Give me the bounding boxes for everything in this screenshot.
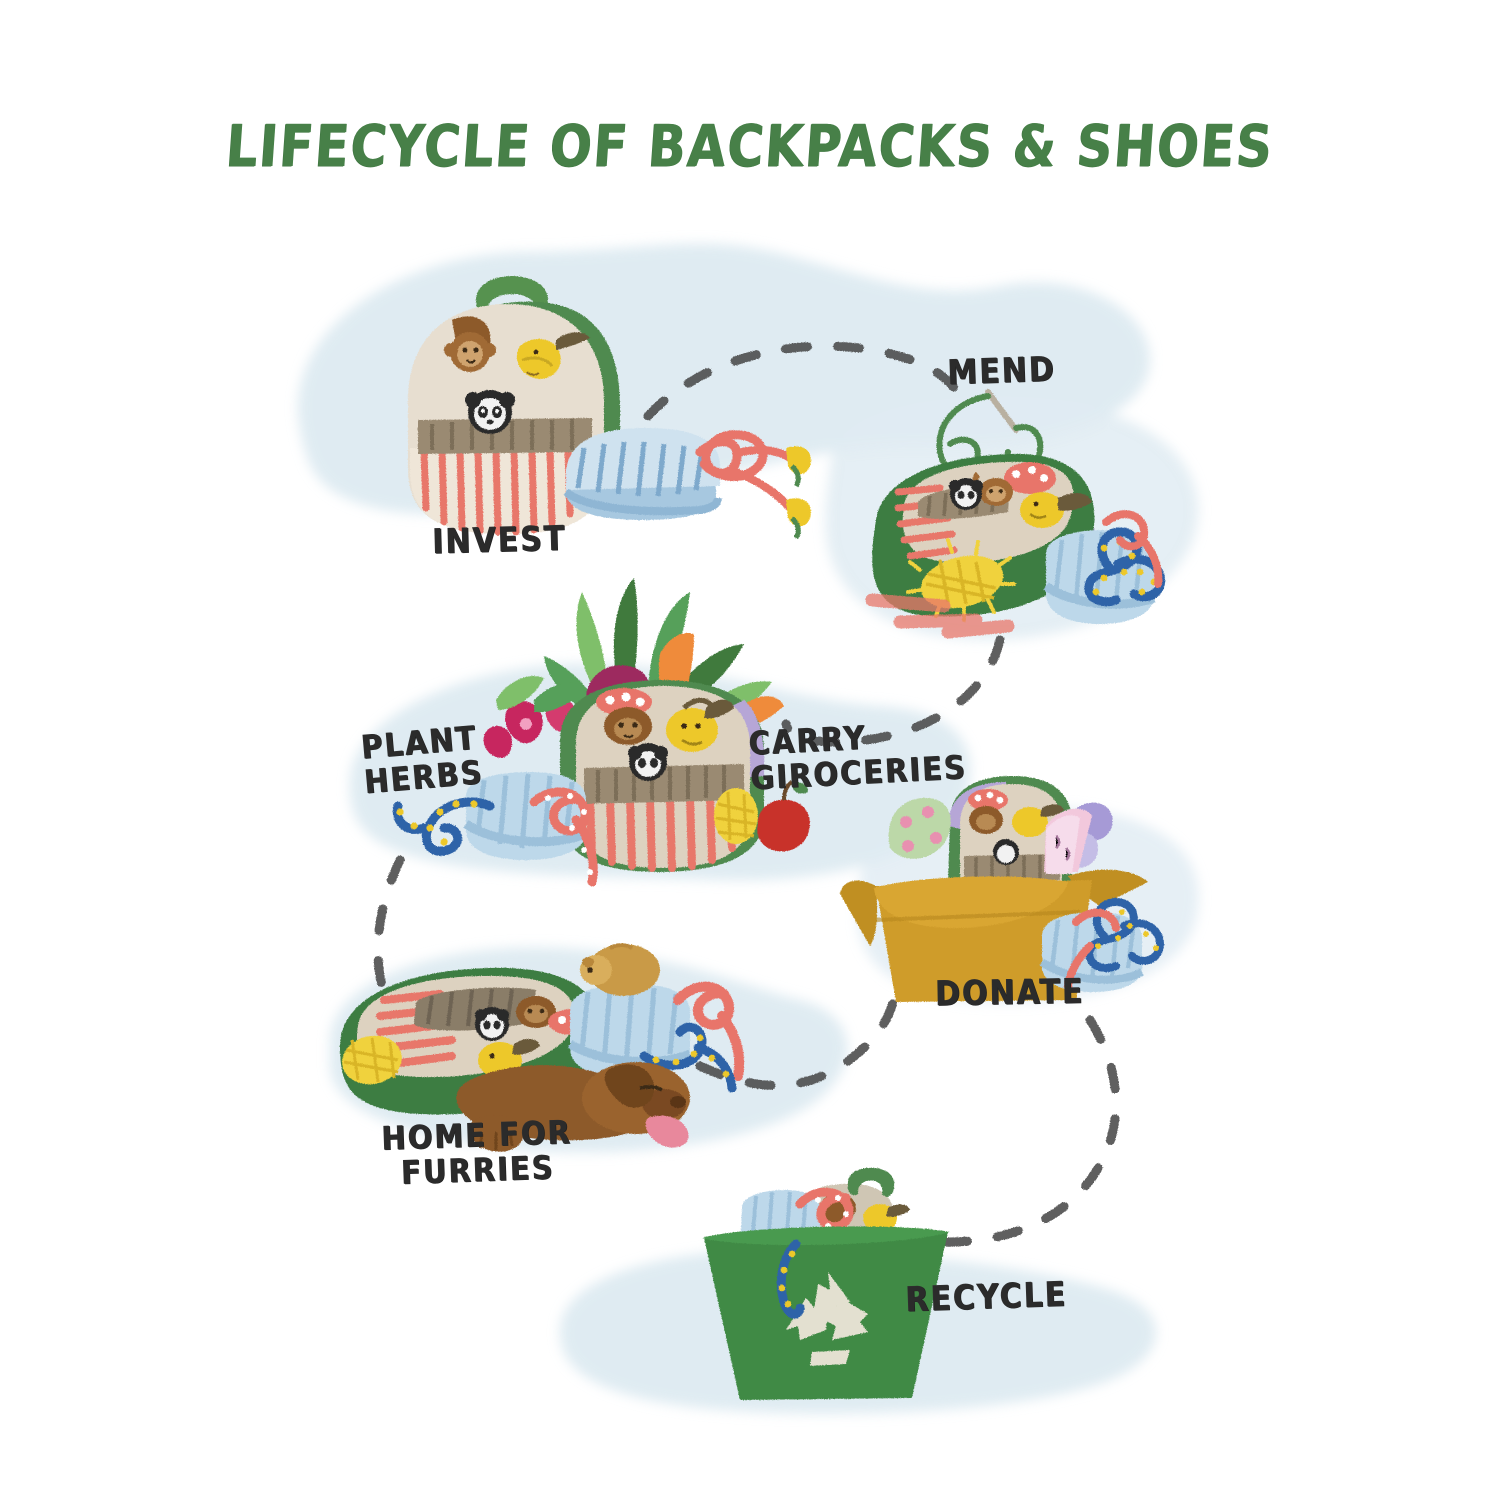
shoe-laces [695, 430, 768, 482]
shoes-plant-herbs [392, 772, 598, 887]
stage-label-plant-herbs: PLANT HERBS [359, 718, 486, 801]
patch-monkey [444, 316, 496, 372]
patch-corn-carry [714, 788, 758, 844]
patch-panda [465, 390, 515, 434]
donate-patch-panda [993, 839, 1019, 865]
furries-stripes [376, 990, 456, 1068]
patch-panda-carry [628, 743, 668, 781]
patch-panda-mend [949, 478, 983, 510]
backpack-front-pocket [418, 418, 592, 454]
stage-label-recycle: RECYCLE [904, 1275, 1069, 1321]
arrow-invest-to-mend [643, 341, 967, 421]
stage-label-carry-groceries: CARRY GIROCERIES [747, 718, 968, 798]
donate-patch-monkey [969, 806, 1003, 834]
shoe-stripes [575, 441, 705, 497]
patch-bird-mend [1020, 492, 1092, 528]
patch-hat-mend [1004, 462, 1056, 494]
furries-corn-patch [342, 1035, 402, 1085]
patch-bird-carry [666, 697, 734, 752]
backpack-pocket-texture [430, 419, 574, 450]
backpack-bottom-stripes [420, 446, 592, 536]
scene-invest [408, 276, 811, 540]
scene-carry-groceries [392, 578, 810, 887]
patch-monkey-mend [972, 471, 1013, 506]
arrow-furries-to-donate [695, 993, 899, 1090]
dog-eye [639, 1085, 663, 1092]
stage-label-mend: MEND [946, 349, 1057, 394]
scene-mend [865, 389, 1166, 639]
recycle-lace-blue [776, 1239, 805, 1319]
patch-bird [516, 332, 590, 379]
flowers-carry [483, 676, 586, 759]
shoes-furries [567, 943, 745, 1093]
shoe-lace-donate [1085, 897, 1138, 972]
shoes-mend [1043, 510, 1166, 624]
guinea-pig [580, 943, 660, 996]
backpack-handle [476, 276, 548, 314]
donate-box-leftflap [840, 880, 878, 946]
stage-label-home-for-furries: HOME FOR FURRIES [380, 1113, 573, 1192]
shoes-donate [1039, 897, 1165, 992]
recycle-symbol [786, 1272, 868, 1366]
patch-monkey-carry [604, 707, 652, 745]
dog-ear [604, 1064, 655, 1108]
stage-label-donate: DONATE [934, 972, 1085, 1015]
stage-label-invest: INVEST [431, 519, 568, 563]
needle [985, 389, 1019, 433]
recycle-backpack-handle [847, 1167, 895, 1197]
shoes-invest [563, 428, 811, 540]
page-title: LIFECYCLE OF BACKPACKS & SHOES [223, 112, 1277, 181]
recycle-bin-rim [702, 1226, 950, 1246]
sleeping-dog [456, 1062, 690, 1152]
donate-patch-bird [1012, 804, 1064, 837]
apple [757, 799, 810, 852]
furries-patch-monkey [516, 996, 556, 1028]
donate-backpack-pocket [964, 854, 1060, 882]
shadow-red-strokes [865, 593, 1015, 639]
dog-tongue [645, 1115, 689, 1148]
arrow-mend-to-carry [781, 635, 1005, 747]
scene-recycle [702, 1167, 950, 1400]
scene-donate [840, 776, 1165, 1002]
donate-patch-hat [968, 789, 1008, 811]
furries-patch-panda [475, 1007, 509, 1041]
arrow-donate-to-recycle [875, 1015, 1121, 1247]
donate-clothes [888, 797, 1113, 874]
scene-home-for-furries [340, 943, 745, 1152]
